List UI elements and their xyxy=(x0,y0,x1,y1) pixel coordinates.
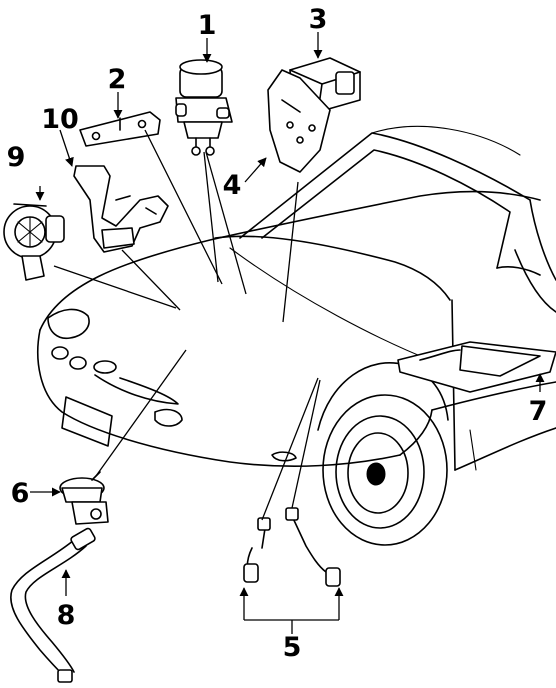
callout-10: 10 xyxy=(41,104,79,135)
part-4-mounting-plate xyxy=(267,69,331,173)
leader-lines xyxy=(30,32,545,634)
part-6-egr-valve xyxy=(59,471,109,525)
vehicle-outline xyxy=(37,125,556,546)
part-2-bracket xyxy=(79,111,161,147)
callout-2: 2 xyxy=(108,64,127,95)
callout-9: 9 xyxy=(7,142,26,173)
callout-1: 1 xyxy=(198,10,217,41)
callout-8: 8 xyxy=(57,600,76,631)
callout-3: 3 xyxy=(309,4,328,35)
part-9-air-pump xyxy=(3,203,65,281)
part-5-oxygen-sensors xyxy=(243,507,341,587)
callout-5: 5 xyxy=(283,632,302,663)
callout-4: 4 xyxy=(223,170,242,201)
part-7-canister xyxy=(397,341,556,393)
callout-6: 6 xyxy=(11,478,30,509)
callout-7: 7 xyxy=(529,396,548,427)
part-1-vacuum-solenoid xyxy=(175,59,233,156)
part-8-egr-tube xyxy=(10,527,96,683)
callout-numbers: 1 2 3 4 5 6 7 8 9 10 xyxy=(7,4,548,663)
part-10-sensor-bracket xyxy=(73,165,169,253)
